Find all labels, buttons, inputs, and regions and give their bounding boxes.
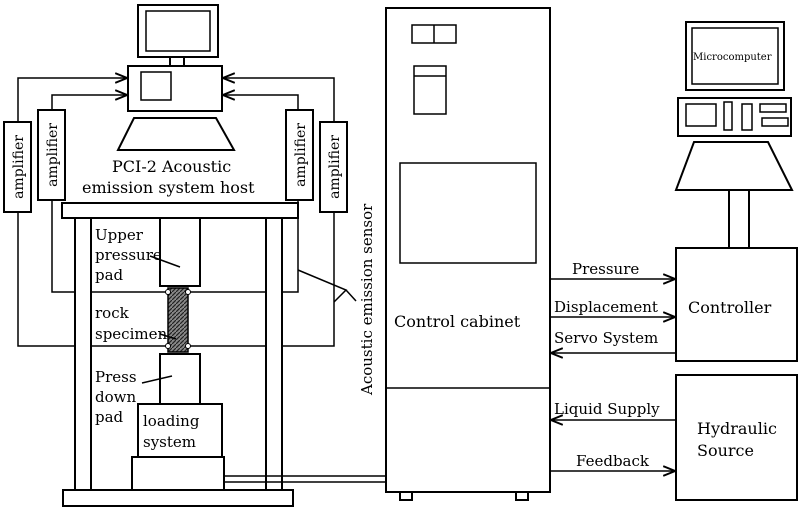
- amplifier-label: amplifier: [293, 123, 309, 187]
- hydraulic-source-box: [675, 374, 798, 501]
- amplifier-label: amplifier: [11, 135, 27, 199]
- upper-pressure-pad: [159, 217, 201, 287]
- amplifier-left-inner: amplifier: [37, 109, 66, 201]
- signal-line-right-outer: [224, 78, 335, 122]
- cabinet-display-panel: [413, 65, 447, 115]
- sensor-dot: [165, 343, 171, 349]
- press-down-label-1: Press: [95, 368, 137, 386]
- rock-leader: [159, 333, 177, 340]
- host-monitor-screen: [145, 10, 211, 52]
- pci-host-computer: [116, 4, 236, 151]
- servo-system-label: Servo System: [554, 329, 658, 347]
- host-keyboard: [116, 117, 236, 151]
- frame-column-left: [74, 217, 92, 491]
- loading-label-2: system: [143, 433, 196, 451]
- frame-top-beam: [61, 202, 299, 219]
- upper-pad-leader: [149, 255, 181, 268]
- control-cabinet-label: Control cabinet: [394, 312, 521, 331]
- cabinet-foot-left: [399, 491, 413, 501]
- microcomputer: [674, 21, 794, 249]
- press-down-leader: [141, 375, 173, 384]
- sensor-wire-left-inner: [51, 200, 168, 293]
- sensor-pointer-lower: [345, 289, 357, 302]
- feedback-label: Feedback: [576, 452, 650, 470]
- amplifier-label: amplifier: [45, 123, 61, 187]
- sensor-dot: [185, 289, 191, 295]
- upper-pad-label-1: Upper: [95, 226, 144, 244]
- pci-host-label-line2: emission system host: [82, 178, 255, 197]
- micro-monitor: [685, 21, 785, 91]
- sensor-wire-right-outer: [188, 212, 335, 347]
- cabinet-screen: [399, 162, 537, 264]
- sensor-pointer-lines: [297, 269, 348, 303]
- host-monitor: [137, 4, 219, 58]
- amplifier-right-inner: amplifier: [285, 109, 314, 201]
- host-case: [127, 65, 223, 112]
- liquid-supply-label: Liquid Supply: [554, 400, 660, 418]
- upper-pad-label-2: pressure: [95, 246, 162, 264]
- micro-keyboard: [674, 141, 794, 191]
- frame-column-right: [265, 217, 283, 491]
- press-down-label-3: pad: [95, 408, 124, 426]
- loading-base: [131, 456, 225, 491]
- displacement-label: Displacement: [554, 298, 658, 316]
- controller-box: [675, 247, 798, 362]
- upper-pad-label-3: pad: [95, 266, 124, 284]
- micro-monitor-screen: [691, 27, 779, 85]
- microcomputer-label: Microcomputer: [693, 52, 772, 63]
- loading-system: [137, 403, 223, 458]
- rock-label-2: specimen: [95, 325, 167, 343]
- sensor-dot: [165, 289, 171, 295]
- micro-stand: [728, 189, 750, 249]
- press-down-label-2: down: [95, 388, 136, 406]
- cabinet-foot-right: [515, 491, 529, 501]
- host-drive: [140, 71, 172, 101]
- signal-line-left-inner: [51, 95, 126, 110]
- signal-line-right-inner: [224, 95, 299, 110]
- host-neck: [169, 56, 185, 67]
- signal-line-left-outer: [17, 78, 126, 122]
- sensor-wire-right-inner: [188, 200, 299, 293]
- hydraulic-label-2: Source: [697, 441, 754, 460]
- amplifier-right-outer: amplifier: [319, 121, 348, 213]
- pci-host-label-line1: PCI-2 Acoustic: [112, 157, 231, 176]
- acoustic-sensor-label: Acoustic emission sensor: [358, 203, 376, 396]
- amplifier-label: amplifier: [327, 135, 343, 199]
- hydraulic-label-1: Hydraulic: [697, 419, 777, 438]
- pressure-label: Pressure: [572, 260, 639, 278]
- frame-base: [62, 489, 294, 507]
- controller-label: Controller: [688, 298, 772, 317]
- sensor-dot: [185, 343, 191, 349]
- sensor-wire-left-outer: [17, 212, 168, 347]
- amplifier-left-outer: amplifier: [3, 121, 32, 213]
- rock-label-1: rock: [95, 304, 130, 322]
- rock-specimen: [167, 287, 189, 353]
- press-down-pad: [159, 353, 201, 405]
- control-cabinet: [385, 7, 551, 501]
- loading-label-1: loading: [143, 412, 200, 430]
